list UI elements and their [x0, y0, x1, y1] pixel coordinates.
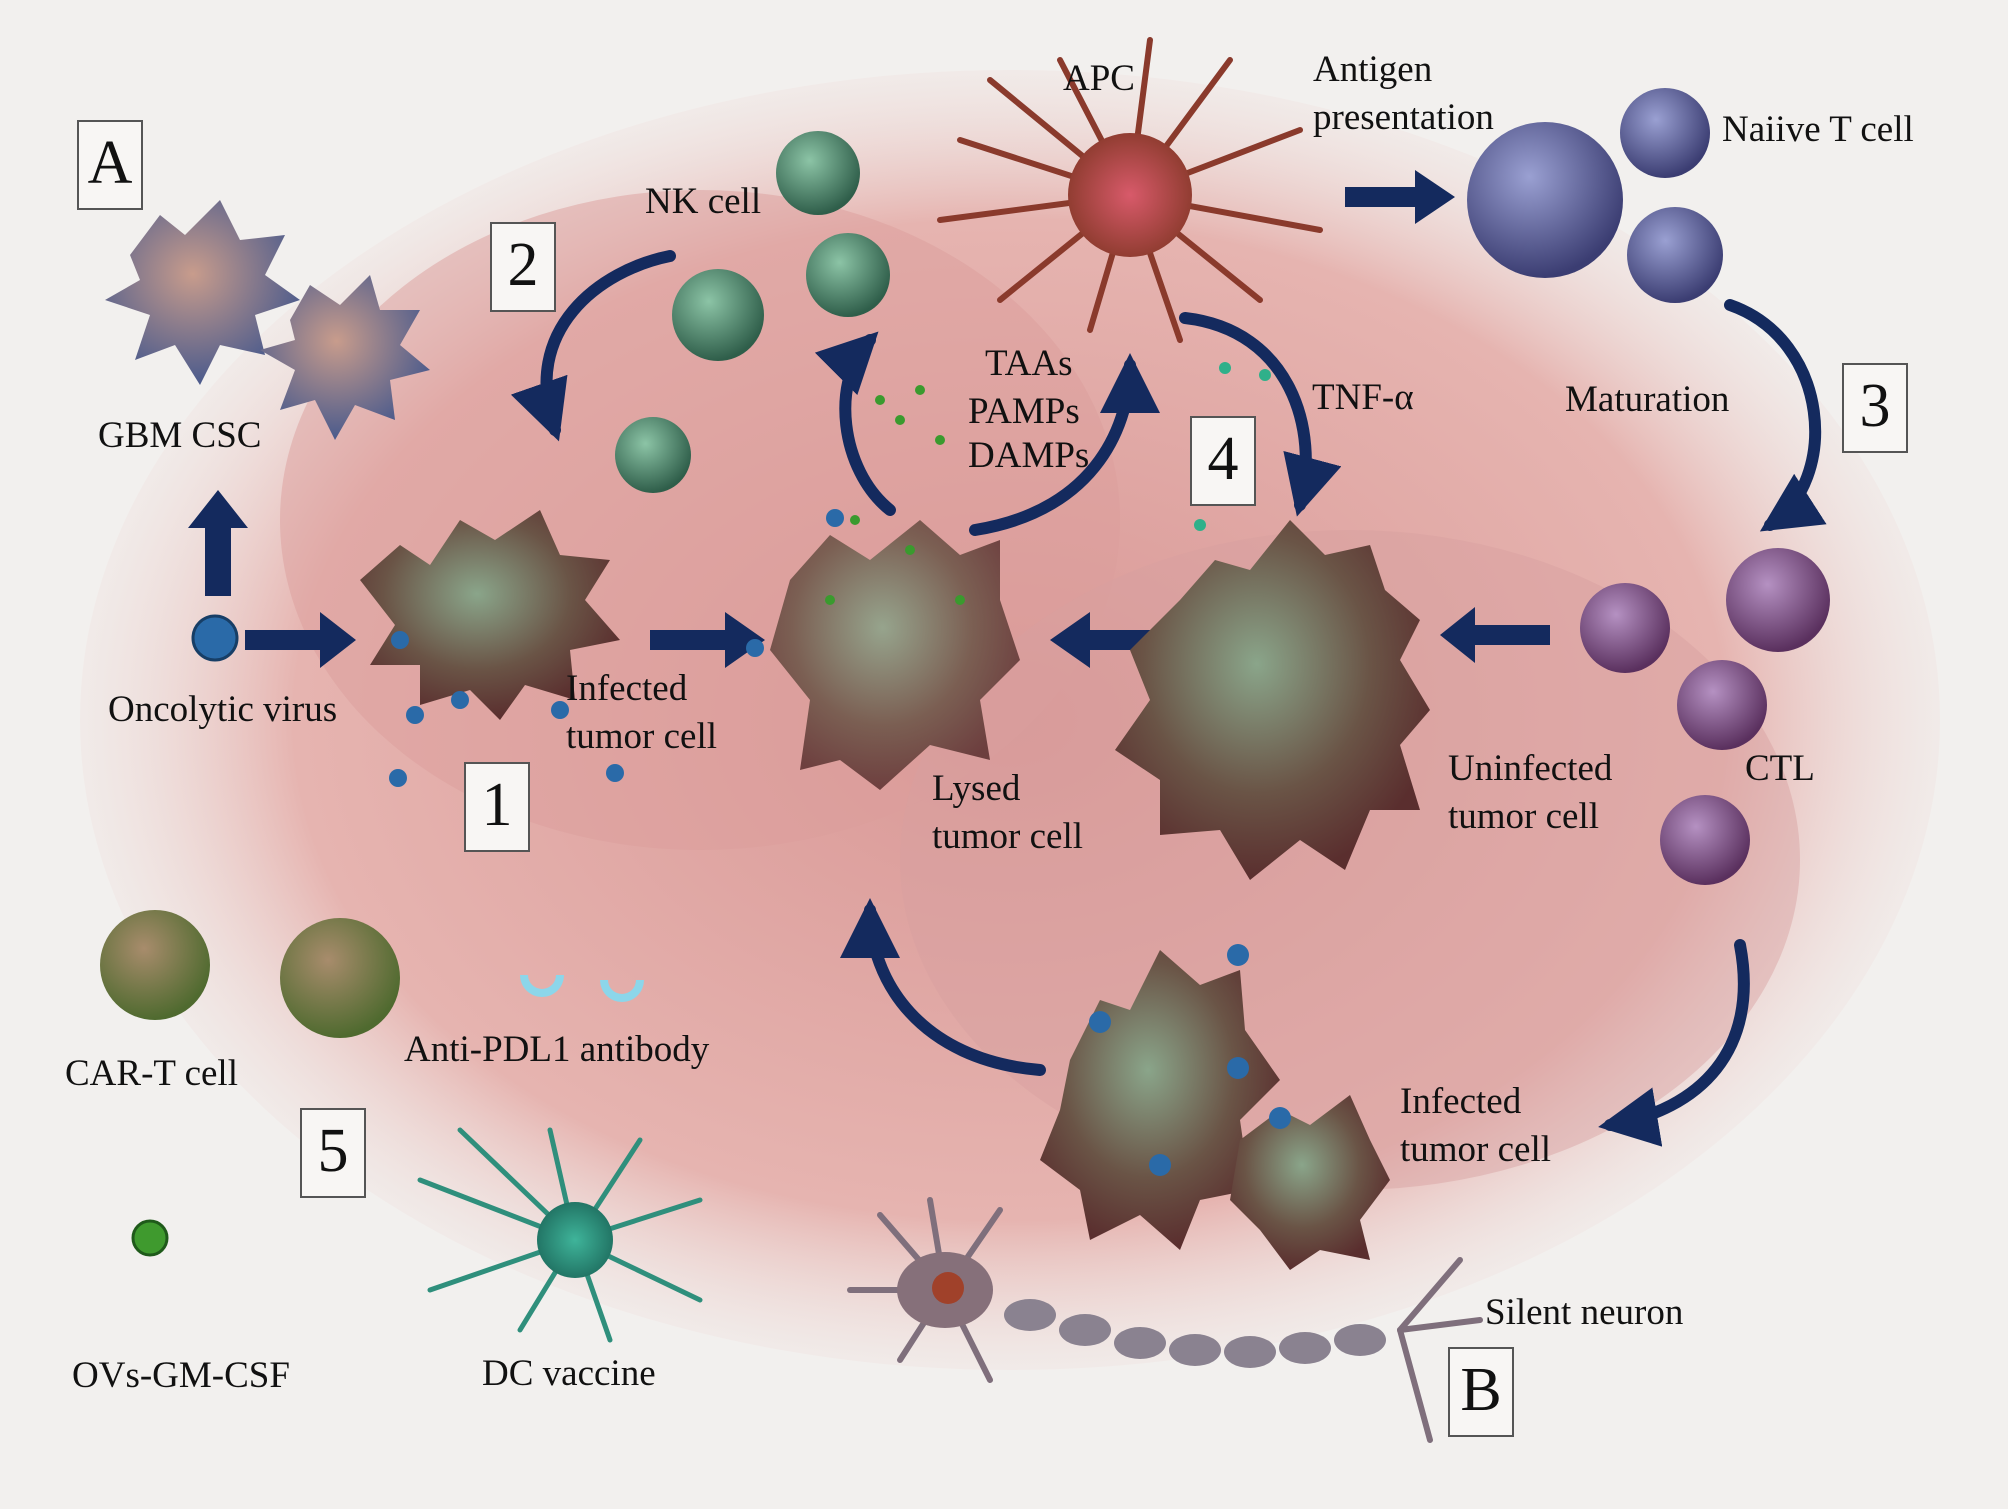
ovs-gm-csf-label: OVs-GM-CSF [72, 1355, 290, 1396]
lysed-tumor-cell [770, 385, 1020, 790]
antigen-presentation-label-b: presentation [1313, 97, 1494, 138]
nk-cell-label: NK cell [645, 181, 762, 222]
right-arrow-icon [245, 612, 356, 668]
anti-pdl1-antibodies [520, 975, 644, 1002]
gbm-csc-cell [105, 200, 430, 440]
oncolytic-virus [131, 614, 239, 1257]
silent-neuron [847, 1197, 1483, 1443]
lysed-tumor-cell-label-a: Lysed [932, 768, 1021, 809]
step-3-label: 3 [1842, 363, 1908, 453]
left-arrow-icon [1440, 607, 1550, 663]
naive-t-cells [1467, 88, 1723, 303]
ctl-label: CTL [1745, 748, 1815, 789]
step-1-label: 1 [464, 762, 530, 852]
panel-b-label: B [1448, 1347, 1514, 1437]
oncolytic-virus-label: Oncolytic virus [108, 689, 338, 730]
left-arrow-icon [1050, 612, 1165, 668]
gbm-csc-label: GBM CSC [98, 415, 262, 456]
naive-t-cell-label: Naiive T cell [1722, 109, 1914, 150]
car-t-cell-label: CAR-T cell [65, 1053, 238, 1094]
silent-neuron-label: Silent neuron [1485, 1292, 1684, 1333]
uninfected-tumor-cell [1115, 362, 1430, 880]
antigen-presentation-label-a: Antigen [1313, 49, 1433, 90]
apc-cell [937, 37, 1323, 343]
curved-arrows [510, 250, 1827, 1147]
apc-label: APC [1063, 58, 1135, 99]
uninfected-tumor-cell-label-b: tumor cell [1448, 796, 1600, 837]
straight-arrows [188, 170, 1550, 668]
infected-tumor-cell-label-1a: Infected [566, 668, 688, 709]
maturation-label: Maturation [1565, 379, 1730, 420]
infected-tumor-cell-label-2a: Infected [1400, 1081, 1522, 1122]
step-5-label: 5 [300, 1108, 366, 1198]
infected-tumor-cell-label-1b: tumor cell [566, 716, 718, 757]
damps-label: DAMPs [968, 435, 1090, 476]
uninfected-tumor-cell-label-a: Uninfected [1448, 748, 1613, 789]
ctl-cells [1580, 548, 1830, 885]
dc-vaccine-label: DC vaccine [482, 1353, 656, 1394]
infected-tumor-cell-1 [360, 510, 620, 720]
pamps-label: PAMPs [968, 391, 1080, 432]
infected-tumor-cell-label-2b: tumor cell [1400, 1129, 1552, 1170]
taas-label: TAAs [985, 343, 1073, 384]
ovs-gm-csf-particle [131, 1219, 169, 1257]
step-2-label: 2 [490, 222, 556, 312]
dc-vaccine-cell [417, 1127, 703, 1343]
lysed-tumor-cell-label-b: tumor cell [932, 816, 1084, 857]
right-arrow-icon [650, 612, 765, 668]
virus-particles [389, 509, 1291, 1176]
up-arrow-icon [188, 490, 248, 596]
panel-a-label: A [77, 120, 143, 210]
car-t-cells [100, 910, 400, 1038]
tnf-alpha-label: TNF-α [1312, 377, 1414, 418]
anti-pdl1-antibody-label: Anti-PDL1 antibody [404, 1029, 710, 1070]
step-4-label: 4 [1190, 416, 1256, 506]
nk-cells [615, 131, 890, 493]
right-arrow-icon [1345, 170, 1455, 224]
